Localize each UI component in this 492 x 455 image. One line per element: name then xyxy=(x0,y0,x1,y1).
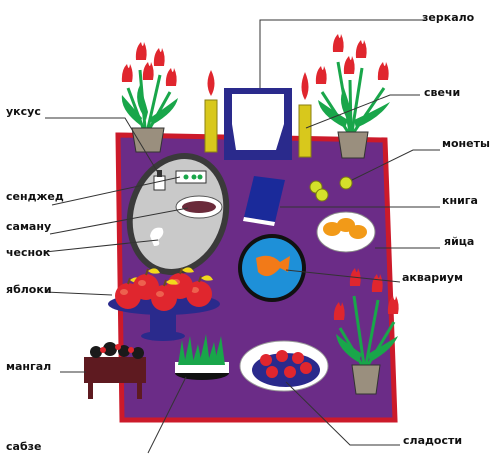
label-book: книга xyxy=(442,194,478,207)
label-coins: монеты xyxy=(442,137,490,150)
label-samanu: саману xyxy=(6,220,51,233)
sweets-tray xyxy=(240,341,328,391)
label-vinegar: уксус xyxy=(6,105,41,118)
label-sweets: сладости xyxy=(403,434,462,447)
label-candles: свечи xyxy=(424,86,460,99)
eggs-bowl xyxy=(317,212,375,252)
label-eggs: яйца xyxy=(444,235,474,248)
label-mirror: зеркало xyxy=(422,11,474,24)
label-garlic: чеснок xyxy=(6,246,50,259)
mirror xyxy=(224,88,292,160)
aquarium xyxy=(238,234,306,302)
label-senjed: сенджед xyxy=(6,190,64,203)
label-apples: яблоки xyxy=(6,283,52,296)
label-brazier: мангал xyxy=(6,360,51,373)
label-aquarium: аквариум xyxy=(402,271,463,284)
label-sabzeh: сабзе xyxy=(6,440,41,453)
